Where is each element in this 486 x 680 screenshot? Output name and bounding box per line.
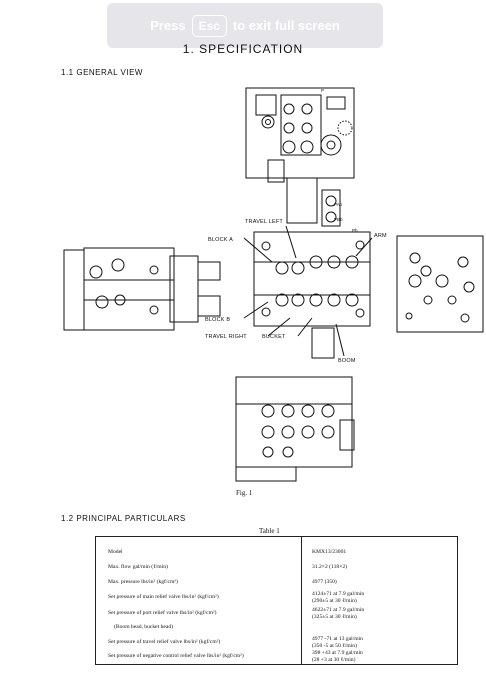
param-value: 398 +43 at 7.9 gal/min(28 +3 at 30 ℓ/min…	[312, 650, 363, 663]
svg-text:Pb: Pb	[352, 228, 358, 233]
param-label: Set pressure of main relief valve lbs/in…	[108, 594, 219, 600]
param-value: 4977 (350)	[312, 579, 337, 585]
param-label: (Boom head, bucket head)	[114, 624, 174, 630]
param-label: Set pressure of negative control relief …	[108, 653, 244, 659]
param-value: 4124±71 at 7.9 gal/min(290±5 at 30 ℓ/min…	[312, 591, 365, 604]
center-view-body	[253, 231, 371, 327]
param-value: KMX13/23001	[312, 549, 347, 555]
callout-boom: BOOM	[338, 358, 356, 364]
specification-table: Model KMX13/23001 Max. flow gal/min (ℓ/m…	[95, 536, 458, 665]
svg-text:PAb: PAb	[334, 202, 343, 207]
param-value: 31.2×2 (118×2)	[312, 564, 347, 570]
right-view-body	[396, 235, 484, 333]
top-view-body	[245, 87, 355, 179]
esc-key-badge: Esc	[191, 14, 227, 37]
callout-arm: ARM	[374, 233, 387, 239]
figure-caption: Fig. 1	[236, 489, 253, 497]
left-view-body	[83, 247, 175, 331]
bottom-view-body	[235, 376, 353, 468]
fullscreen-exit-hint: Press Esc to exit full screen	[107, 3, 383, 48]
param-value: 4977 -71 at 13 gal/min(350 -5 at 50 ℓ/mi…	[312, 636, 363, 649]
callout-travel-right: TRAVEL RIGHT	[205, 334, 247, 340]
callout-bucket: BUCKET	[262, 334, 286, 340]
page-title: 1. SPECIFICATION	[182, 42, 304, 56]
table-column-divider	[301, 537, 302, 664]
param-label: Model	[108, 549, 123, 555]
table-caption: Table 1	[259, 527, 280, 535]
svg-text:P: P	[321, 88, 324, 93]
callout-block-b: BLOCK B	[205, 317, 231, 323]
section-heading-principal-particulars: 1.2 PRINCIPAL PARTICULARS	[61, 514, 186, 523]
param-label: Max. pressure lbs/in² (kgf/cm²)	[108, 579, 178, 585]
callout-block-a: BLOCK A	[208, 237, 233, 243]
callout-travel-left: TRAVEL LEFT	[245, 219, 283, 225]
hint-press: Press	[150, 18, 186, 33]
param-label: Set pressure of port relief valve lbs/in…	[108, 610, 217, 616]
svg-text:PBb: PBb	[334, 217, 343, 222]
hint-suffix: to exit full screen	[232, 18, 340, 33]
param-label: Max. flow gal/min (ℓ/min)	[108, 564, 168, 570]
param-label: Set pressure of travel relief valve lbs/…	[108, 639, 221, 645]
param-value: 4622±71 at 7.9 gal/min(325±5 at 30 ℓ/min…	[312, 607, 365, 620]
section-heading-general-view: 1.1 GENERAL VIEW	[61, 68, 143, 77]
